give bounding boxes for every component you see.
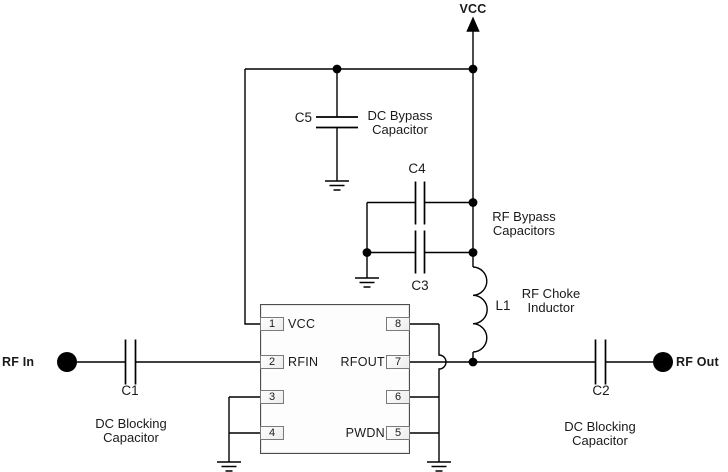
c3-ref-label: C3 — [411, 278, 429, 293]
pin7-label: RFOUT — [340, 355, 385, 369]
pin-number: 3 — [268, 391, 276, 403]
junction-dot — [468, 198, 478, 207]
caption-line: Inductor — [527, 299, 575, 315]
caption-line: DC Blocking — [95, 416, 167, 431]
caption-line: Capacitors — [492, 222, 556, 238]
ic-pin-7: 7 — [386, 355, 410, 369]
caption-line: RF Bypass — [492, 209, 556, 224]
junction-dot — [332, 64, 342, 74]
bypass-ground-symbol — [355, 277, 379, 288]
l1-ref-label: L1 — [495, 298, 511, 313]
pin-number: 2 — [268, 356, 276, 368]
vcc-label: VCC — [459, 2, 487, 16]
caption-line: DC Blocking — [564, 419, 636, 434]
rf-in-terminal — [57, 352, 77, 372]
c1-ref-label: C1 — [121, 383, 139, 398]
ic-body — [260, 304, 410, 454]
pin-number: 6 — [394, 391, 402, 403]
ic-pin-2: 2 — [260, 355, 284, 369]
c5-ground-symbol — [325, 180, 349, 191]
caption-line: RF Choke — [521, 286, 581, 301]
caption-line: DC Bypass — [367, 108, 433, 123]
pin-number: 5 — [394, 427, 402, 439]
caption-line: Capacitor — [572, 432, 628, 448]
wire-control-vertical-hop — [438, 324, 447, 462]
capacitor-c4-plates — [414, 181, 426, 225]
pin-number: 7 — [394, 356, 402, 368]
junction-dot — [468, 357, 478, 367]
ic-pin-4: 4 — [260, 426, 284, 440]
left-ground-symbol — [217, 461, 241, 472]
pin-number: 8 — [394, 318, 402, 330]
capacitor-c1-plates — [124, 339, 137, 385]
rf-out-terminal — [653, 352, 673, 372]
caption-line: Capacitor — [372, 121, 428, 137]
rf-in-label: RF In — [2, 355, 35, 369]
ic-pin-3: 3 — [260, 390, 284, 404]
capacitor-c3-plates — [414, 230, 426, 274]
vcc-arrow-icon — [466, 16, 480, 32]
capacitor-c5-plates — [316, 116, 358, 129]
junction-dot — [468, 64, 478, 74]
ic-pin-6: 6 — [386, 390, 410, 404]
right-ground-symbol — [427, 461, 451, 472]
pin-number: 1 — [268, 318, 276, 330]
inductor-l1-coil — [472, 266, 488, 353]
pin5-label: PWDN — [345, 426, 385, 440]
c2-ref-label: C2 — [592, 383, 610, 398]
pin2-label: RFIN — [288, 355, 319, 369]
c4-ref-label: C4 — [408, 161, 426, 176]
ic-pin-1: 1 — [260, 317, 284, 331]
wire-left-drop-to-pin1 — [244, 69, 260, 325]
capacitor-c2-plates — [594, 339, 607, 385]
ic-pin-8: 8 — [386, 317, 410, 331]
c5-ref-label: C5 — [294, 110, 312, 125]
pin-number: 4 — [268, 427, 276, 439]
ic-pin-5: 5 — [386, 426, 410, 440]
pin1-label: VCC — [288, 316, 316, 331]
junction-dot — [362, 248, 372, 257]
rf-out-label: RF Out — [676, 355, 719, 369]
junction-dot — [468, 248, 478, 257]
caption-line: Capacitor — [103, 429, 159, 445]
